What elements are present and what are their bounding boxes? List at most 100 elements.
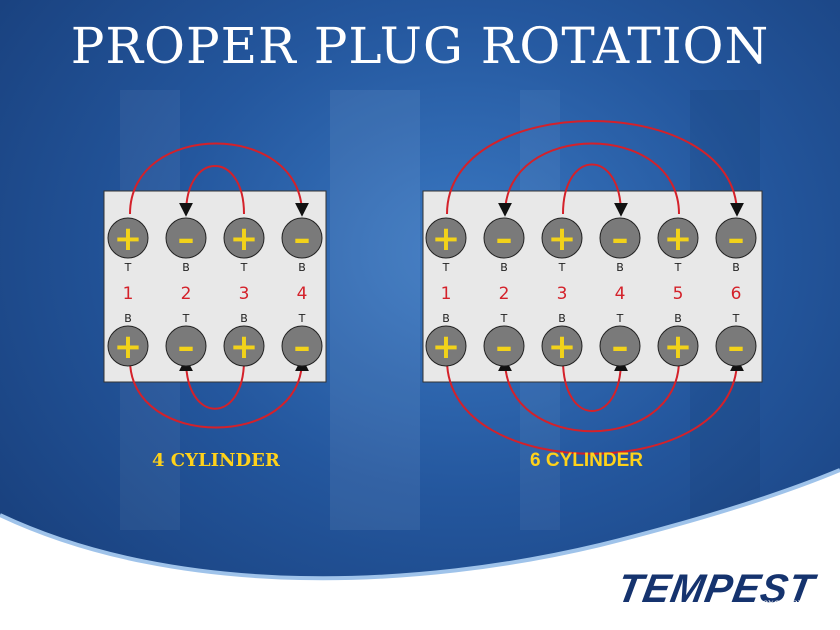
- top-terminal: [281, 217, 323, 259]
- cylinder-number: 3: [239, 284, 250, 304]
- wire-middle-top: [498, 142, 680, 217]
- cylinder-number: 4: [297, 284, 308, 304]
- wire-outer-top: [446, 120, 744, 217]
- top-terminal: [107, 217, 149, 259]
- polarity-symbol: –: [728, 327, 745, 367]
- cylinder-6: – B 6 T –: [715, 217, 757, 367]
- cylinder-1: + T 1 B +: [425, 217, 467, 367]
- wire-outer-bottom: [129, 357, 309, 429]
- slide-title: PROPER PLUG ROTATION: [70, 17, 770, 75]
- bottom-label: B: [558, 312, 566, 325]
- top-label: B: [616, 261, 624, 274]
- polarity-symbol: +: [230, 327, 259, 367]
- bottom-label: T: [616, 312, 624, 325]
- bottom-terminal: [541, 325, 583, 367]
- cylinder-3: + T 3 B +: [541, 217, 583, 367]
- bottom-label: B: [674, 312, 682, 325]
- cylinder-number: 2: [181, 284, 192, 304]
- polarity-symbol: –: [294, 219, 311, 259]
- polarity-symbol: –: [496, 219, 513, 259]
- polarity-symbol: –: [496, 327, 513, 367]
- cylinder-4: – B 4 T –: [281, 217, 323, 367]
- cylinder-5: + T 5 B +: [657, 217, 699, 367]
- cylinder-number: 4: [615, 284, 626, 304]
- polarity-symbol: –: [612, 327, 629, 367]
- diagram-4-cylinder: + T 1 B + – B 2 T – + T 3 B: [103, 142, 327, 429]
- cylinder-4: – B 4 T –: [599, 217, 641, 367]
- polarity-symbol: +: [432, 327, 461, 367]
- cylinder-number: 6: [731, 284, 742, 304]
- wire-inner-top: [179, 165, 245, 217]
- cylinder-1: + T 1 B +: [107, 217, 149, 367]
- polarity-symbol: +: [548, 327, 577, 367]
- terminal-panel: [422, 190, 763, 383]
- diagram-6-cylinder: + T 1 B + – B 2 T – + T 3 B: [422, 120, 763, 455]
- swoosh-edge: [0, 468, 840, 581]
- top-label: B: [298, 261, 306, 274]
- top-terminal: [541, 217, 583, 259]
- wire-outer-top: [129, 142, 309, 217]
- top-label: B: [500, 261, 508, 274]
- top-terminal: [165, 217, 207, 259]
- polarity-symbol: +: [664, 327, 693, 367]
- cylinder-2: – B 2 T –: [483, 217, 525, 367]
- top-terminal: [715, 217, 757, 259]
- bottom-label: T: [500, 312, 508, 325]
- wire-inner-top: [562, 163, 628, 217]
- bottom-terminal: [425, 325, 467, 367]
- cylinder-number: 2: [499, 284, 510, 304]
- bottom-terminal: [165, 325, 207, 367]
- background-stripe: [330, 90, 420, 530]
- wire-inner-bottom: [179, 357, 245, 410]
- wire-middle-bottom: [498, 357, 680, 433]
- bottom-label: B: [124, 312, 132, 325]
- polarity-symbol: +: [432, 219, 461, 259]
- cylinder-number: 1: [123, 284, 134, 304]
- top-terminal: [223, 217, 265, 259]
- bottom-terminal: [657, 325, 699, 367]
- bottom-label: T: [298, 312, 306, 325]
- top-label: T: [558, 261, 566, 274]
- cylinder-2: – B 2 T –: [165, 217, 207, 367]
- polarity-symbol: –: [294, 327, 311, 367]
- logo-tagline: excellence: [762, 598, 816, 609]
- bottom-label: B: [442, 312, 450, 325]
- wire-inner-bottom: [562, 357, 628, 412]
- bottom-terminal: [715, 325, 757, 367]
- polarity-symbol: –: [178, 219, 195, 259]
- wire-outer-bottom: [446, 357, 744, 455]
- bottom-terminal: [107, 325, 149, 367]
- top-terminal: [599, 217, 641, 259]
- cylinder-number: 1: [441, 284, 452, 304]
- bottom-label: T: [182, 312, 190, 325]
- bottom-label: T: [732, 312, 740, 325]
- polarity-symbol: –: [728, 219, 745, 259]
- top-terminal: [657, 217, 699, 259]
- polarity-symbol: +: [114, 327, 143, 367]
- bottom-label: B: [240, 312, 248, 325]
- cylinder-number: 3: [557, 284, 568, 304]
- bottom-terminal: [483, 325, 525, 367]
- polarity-symbol: +: [230, 219, 259, 259]
- bottom-terminal: [281, 325, 323, 367]
- polarity-symbol: +: [548, 219, 577, 259]
- top-label: T: [240, 261, 248, 274]
- polarity-symbol: –: [612, 219, 629, 259]
- top-terminal: [483, 217, 525, 259]
- polarity-symbol: –: [178, 327, 195, 367]
- top-label: B: [732, 261, 740, 274]
- white-swoosh: [0, 470, 840, 630]
- polarity-symbol: +: [114, 219, 143, 259]
- top-label: B: [182, 261, 190, 274]
- top-label: T: [124, 261, 132, 274]
- bottom-terminal: [599, 325, 641, 367]
- top-label: T: [674, 261, 682, 274]
- caption-6-cylinder: 6 CYLINDER: [530, 450, 643, 471]
- bottom-terminal: [223, 325, 265, 367]
- top-label: T: [442, 261, 450, 274]
- cylinder-3: + T 3 B +: [223, 217, 265, 367]
- cylinder-number: 5: [673, 284, 684, 304]
- caption-4-cylinder: 4 CYLINDER: [152, 450, 280, 471]
